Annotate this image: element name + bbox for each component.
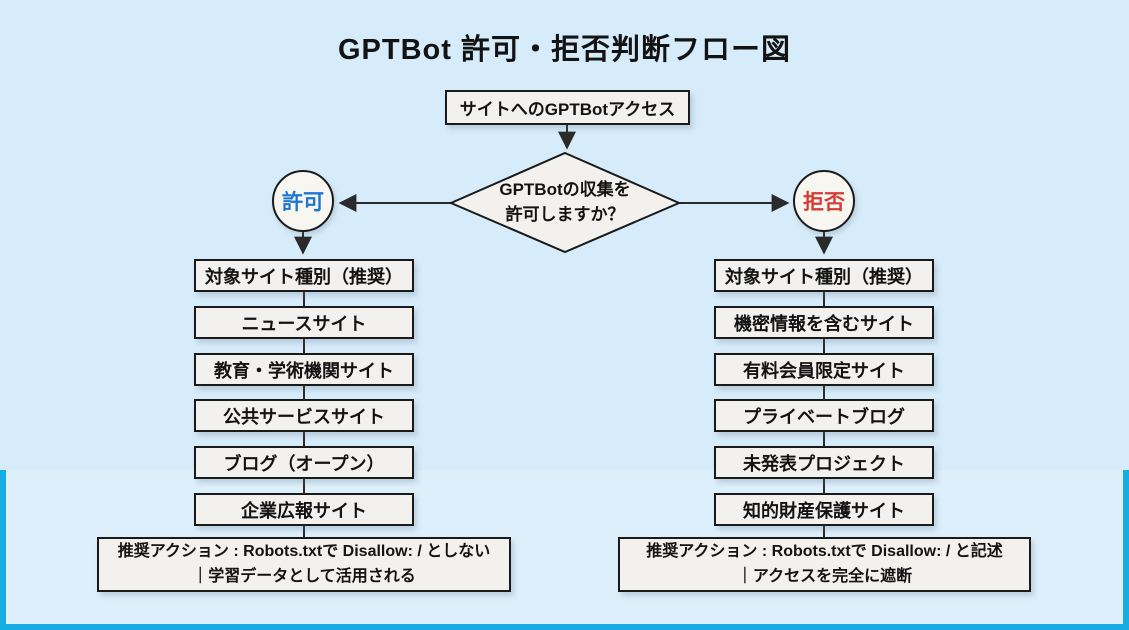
decision-line2: 許可しますか？: [505, 204, 625, 224]
allow-action-line2: ｜学習データとして活用される: [192, 567, 416, 585]
decision-node: GPTBotの収集を 許可しますか？: [451, 178, 679, 227]
allow-box-site-type: 対象サイト種別（推奨）: [194, 259, 414, 292]
right-accent-bar: [1123, 470, 1129, 630]
allow-box-news: ニュースサイト: [194, 306, 414, 339]
deny-box-paid-members: 有料会員限定サイト: [714, 353, 934, 386]
deny-action-box: 推奨アクション : Robots.txtで Disallow: / と記述 ｜ア…: [618, 537, 1031, 592]
bottom-accent-bar: [0, 624, 1129, 630]
deny-box-confidential: 機密情報を含むサイト: [714, 306, 934, 339]
allow-action-line1: 推奨アクション : Robots.txtで Disallow: / としない: [117, 542, 491, 560]
deny-action-line2: ｜アクセスを完全に遮断: [736, 567, 913, 585]
deny-box-private-blog: プライベートブログ: [714, 399, 934, 432]
allow-box-education: 教育・学術機関サイト: [194, 353, 414, 386]
deny-box-site-type: 対象サイト種別（推奨）: [714, 259, 934, 292]
deny-box-ip-protection: 知的財産保護サイト: [714, 493, 934, 526]
decision-line1: GPTBotの収集を: [499, 180, 631, 199]
deny-action-line1: 推奨アクション : Robots.txtで Disallow: / と記述: [646, 542, 1003, 560]
deny-circle: 拒否: [793, 170, 855, 232]
allow-circle: 許可: [272, 170, 334, 232]
deny-box-unreleased-project: 未発表プロジェクト: [714, 446, 934, 479]
page-title: GPTBot 許可・拒否判断フロー図: [338, 34, 791, 66]
allow-box-corporate-pr: 企業広報サイト: [194, 493, 414, 526]
allow-action-box: 推奨アクション : Robots.txtで Disallow: / としない ｜…: [97, 537, 511, 592]
allow-box-open-blog: ブログ（オープン）: [194, 446, 414, 479]
decision-diamond-shape: [448, 151, 682, 254]
left-accent-bar: [0, 470, 6, 630]
allow-box-public-service: 公共サービスサイト: [194, 399, 414, 432]
start-node: サイトへのGPTBotアクセス: [445, 90, 690, 125]
